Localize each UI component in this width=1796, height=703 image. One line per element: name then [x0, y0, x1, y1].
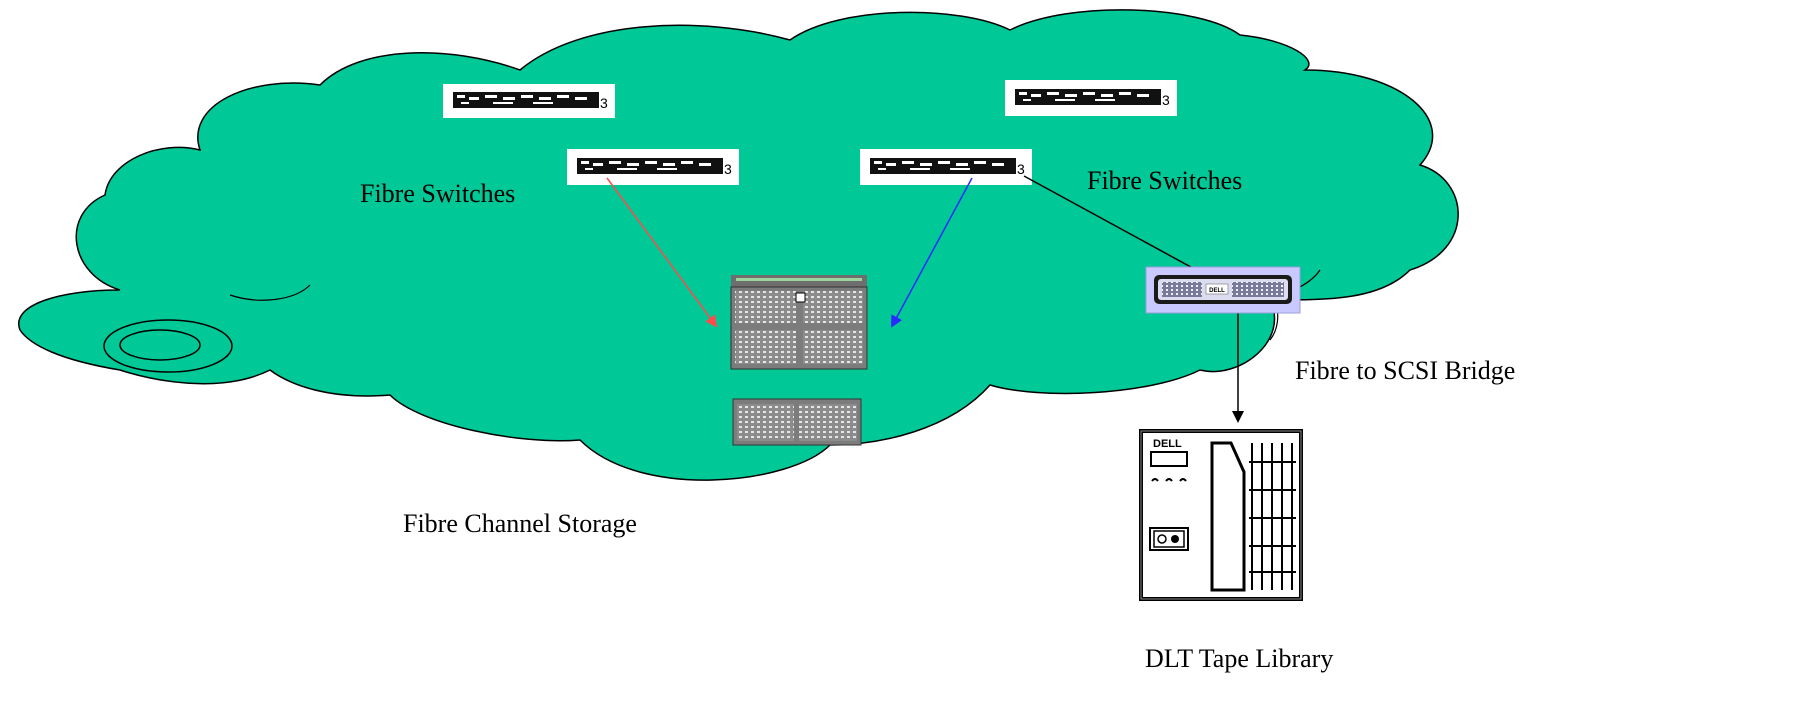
storage-expansion-icon[interactable]	[732, 398, 862, 446]
label-fibre-channel-storage: Fibre Channel Storage	[403, 509, 637, 538]
storage-array-icon[interactable]	[730, 275, 868, 370]
fibre-switch[interactable]: 3	[567, 149, 739, 185]
cloud-fold	[229, 284, 311, 301]
red-link-arrow	[606, 177, 718, 328]
cloud-ring-outer	[103, 319, 233, 373]
fibre-switch[interactable]: 3	[443, 84, 615, 118]
san-cloud	[17, 9, 1459, 481]
switch-suffix: 3	[724, 161, 732, 177]
bridge-brand: DELL	[1209, 288, 1225, 294]
storage-latch	[795, 292, 806, 303]
label-dlt-tape-library: DLT Tape Library	[1145, 644, 1333, 673]
tape-door	[1210, 441, 1246, 592]
fibre-switch[interactable]: 3	[860, 149, 1032, 185]
switch-suffix: 3	[1162, 92, 1170, 108]
cloud-ring-inner	[119, 329, 201, 361]
tape-buttons	[1151, 478, 1187, 482]
tape-slot-grid	[1249, 443, 1296, 590]
scsi-bridge-icon[interactable]: DELL	[1145, 266, 1301, 314]
tape-library-icon[interactable]: DELL	[1139, 429, 1303, 601]
tape-display	[1150, 451, 1188, 467]
cloud-shape	[17, 9, 1459, 481]
switch-ports	[457, 95, 587, 104]
switch-ports	[581, 161, 711, 170]
tape-brand: DELL	[1153, 438, 1182, 450]
blue-link-arrow	[891, 177, 973, 328]
switch-ports	[874, 161, 1004, 170]
switch-ports	[1019, 92, 1149, 101]
switch-to-bridge-line	[1023, 175, 1201, 273]
label-fibre-switches-right: Fibre Switches	[1087, 166, 1242, 195]
fibre-switch[interactable]: 3	[1005, 80, 1177, 116]
label-fibre-to-scsi-bridge: Fibre to SCSI Bridge	[1295, 356, 1515, 385]
switch-suffix: 3	[600, 95, 608, 111]
label-fibre-switches-left: Fibre Switches	[360, 179, 515, 208]
switch-suffix: 3	[1017, 161, 1025, 177]
